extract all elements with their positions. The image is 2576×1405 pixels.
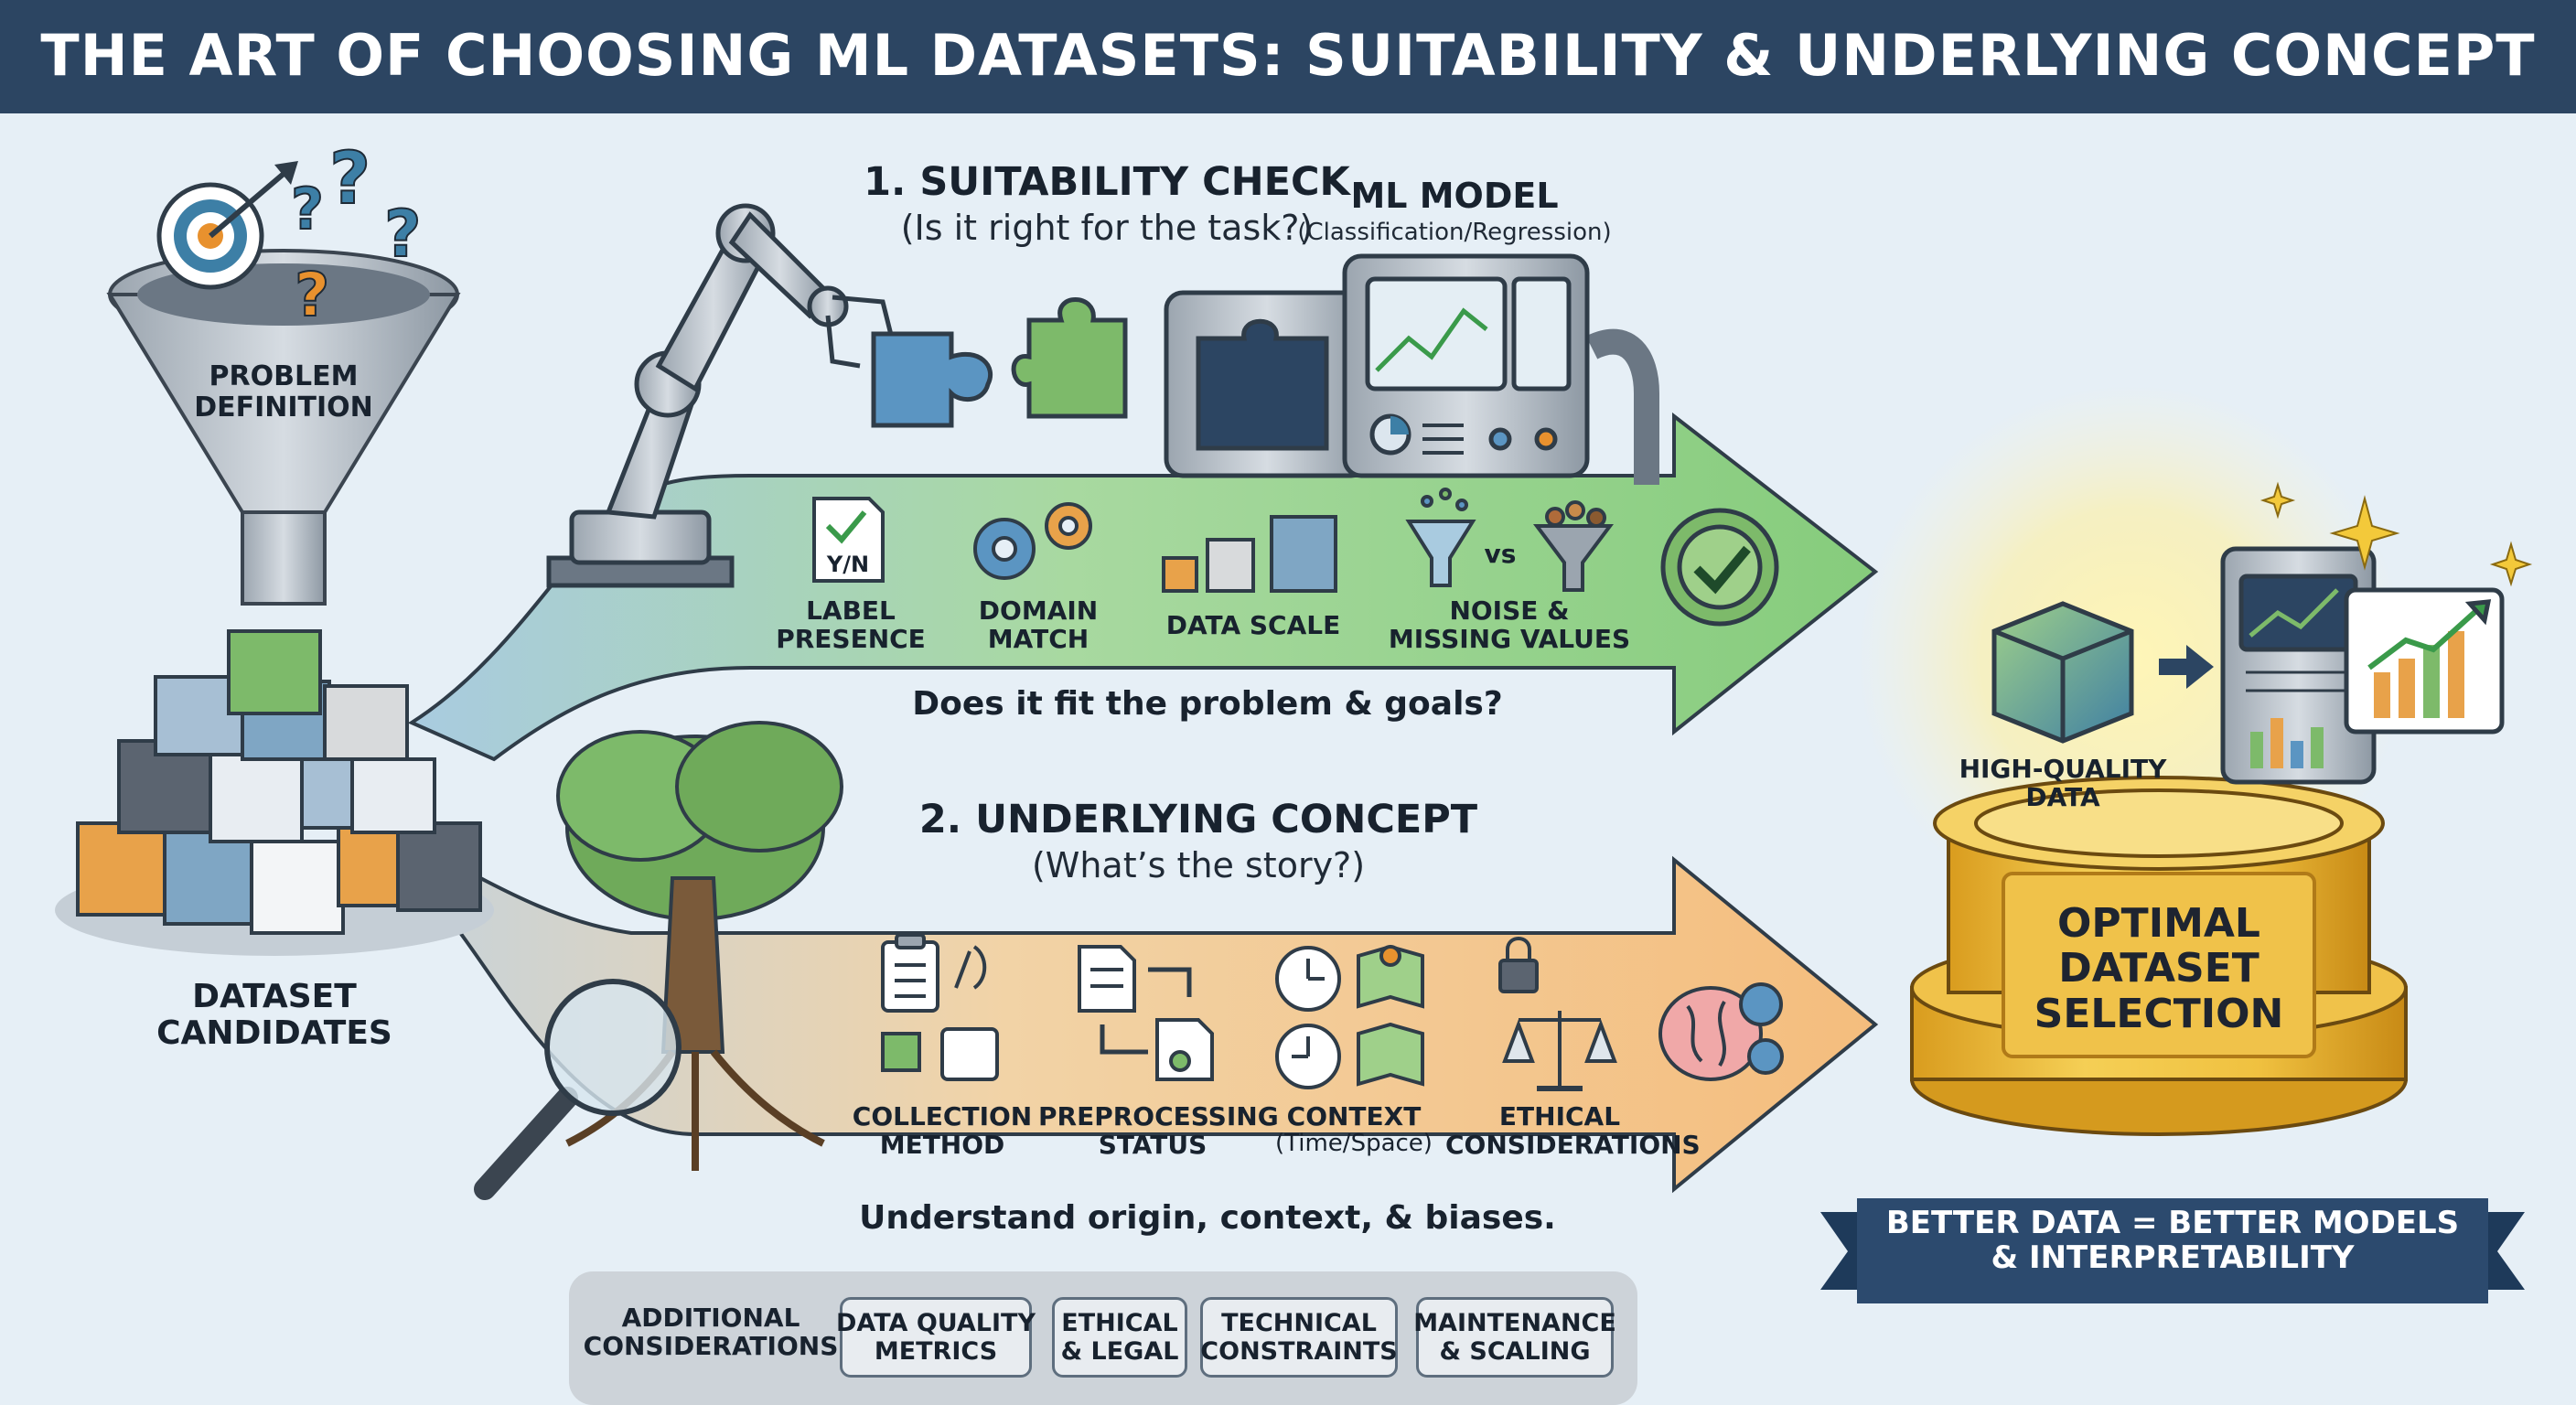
checklist-icon bbox=[812, 497, 885, 583]
noisy-funnel-icon bbox=[1533, 500, 1614, 592]
page-title: THE ART OF CHOOSING ML DATASETS: SUITABI… bbox=[40, 22, 2536, 89]
check-badge-icon bbox=[1660, 508, 1779, 627]
funnel-small-icon bbox=[1405, 488, 1476, 587]
funnel-icon bbox=[106, 249, 461, 606]
underlying-tagline: Understand origin, context, & biases. bbox=[859, 1199, 1556, 1237]
pill-maintenance-scaling: MAINTENANCE& SCALING bbox=[1413, 1297, 1616, 1378]
report-device-icon bbox=[2220, 546, 2377, 785]
clipboard-icon bbox=[881, 933, 999, 1081]
document-icon bbox=[1078, 945, 1214, 1081]
scale-icon bbox=[1498, 937, 1617, 1091]
arrow-right-icon bbox=[2159, 645, 2214, 689]
pedestal-icon bbox=[1910, 776, 2408, 1136]
magnifier-icon bbox=[474, 979, 682, 1200]
banner-text: BETTER DATA = BETTER MODELS& INTERPRETAB… bbox=[1885, 1205, 2460, 1277]
pill-ethical-legal: ETHICAL& LEGAL bbox=[1052, 1297, 1187, 1378]
svg-text:?: ? bbox=[384, 197, 422, 272]
ml-model-label: ML MODEL bbox=[1350, 176, 1559, 216]
underlying-heading: 2. UNDERLYING CONCEPT bbox=[918, 797, 1478, 842]
vs-text: vs bbox=[1485, 539, 1517, 569]
suitability-tagline: Does it fit the problem & goals? bbox=[912, 685, 1503, 723]
noise-missing-values-label: NOISE &MISSING VALUES bbox=[1388, 595, 1631, 655]
ribbon-banner bbox=[1820, 1198, 2525, 1303]
underlying-subheading: (What’s the story?) bbox=[1031, 845, 1366, 885]
svg-text:?: ? bbox=[329, 138, 370, 220]
robot-arm-icon bbox=[546, 203, 895, 588]
suitability-subheading: (Is it right for the task?) bbox=[900, 208, 1314, 248]
ml-model-sublabel: (Classification/Regression) bbox=[1297, 219, 1612, 246]
gears-icon bbox=[973, 502, 1092, 580]
brain-gears-icon bbox=[1658, 982, 1784, 1081]
suitability-arrow bbox=[407, 412, 1879, 762]
question-marks-icon: ? ? ? ? bbox=[290, 137, 423, 331]
underlying-arrow bbox=[428, 847, 1879, 1194]
high-quality-cube-icon bbox=[1991, 601, 2134, 744]
checkbox-text: Y/N bbox=[826, 552, 869, 577]
context-label: CONTEXT (Time/Space) bbox=[1275, 1101, 1433, 1158]
dataset-cubes-icon bbox=[55, 629, 494, 956]
puzzle-pieces-icon bbox=[871, 297, 1128, 428]
clock-map-icon bbox=[1275, 944, 1424, 1089]
header-bar bbox=[0, 0, 2576, 113]
cubes-icon bbox=[1162, 515, 1337, 593]
svg-text:?: ? bbox=[291, 176, 324, 242]
data-scale-label: DATA SCALE bbox=[1165, 610, 1341, 640]
sparkle-icon bbox=[2259, 481, 2533, 587]
ml-model-machine-icon bbox=[1164, 253, 1659, 485]
svg-text:?: ? bbox=[295, 260, 329, 330]
suitability-heading: 1. SUITABILITY CHECK bbox=[864, 159, 1350, 205]
target-icon bbox=[156, 161, 298, 290]
growth-chart-icon bbox=[2344, 587, 2505, 735]
